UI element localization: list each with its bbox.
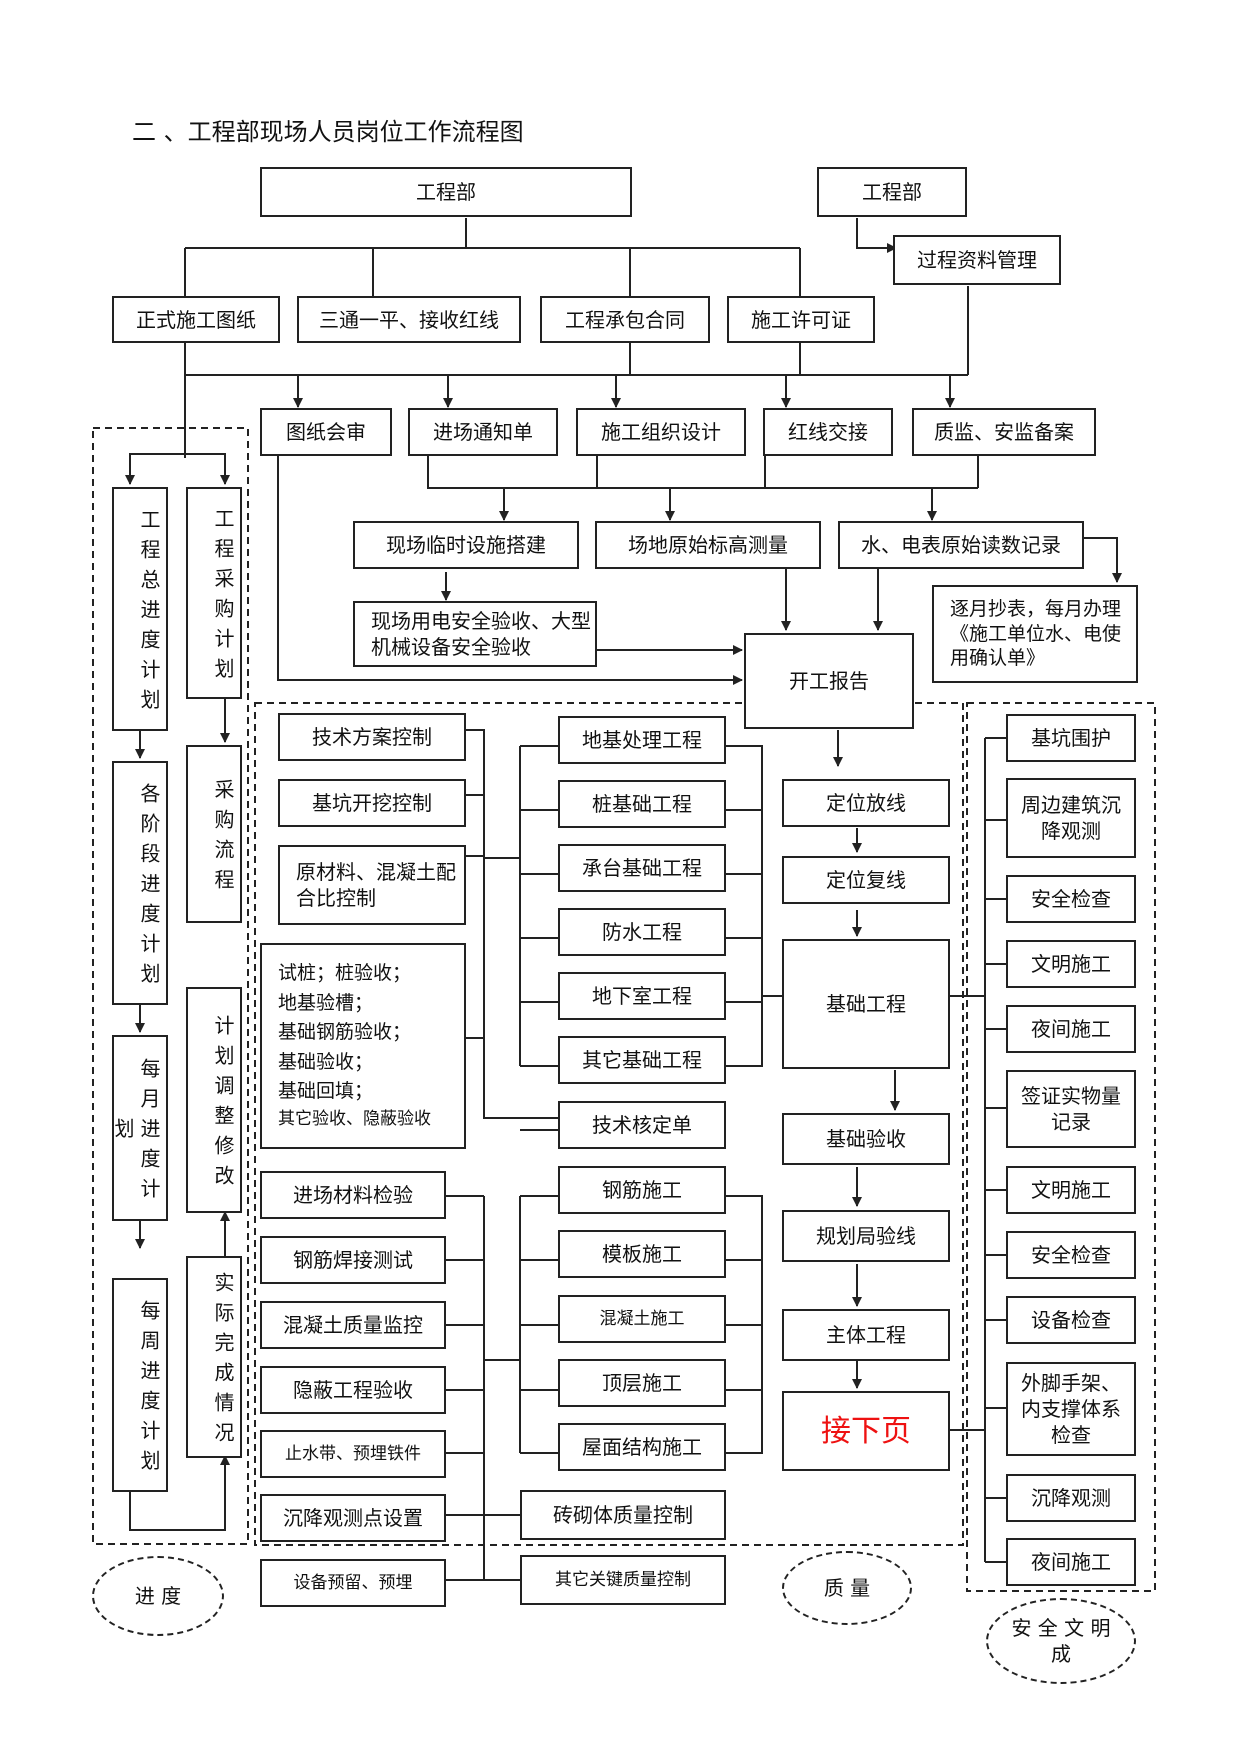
planning-check-box: 规划局验线 [782,1210,950,1262]
utilities-box: 三通一平、接收红线 [297,296,521,343]
other-foundation-box: 其它基础工程 [558,1036,726,1084]
permit-box: 施工许可证 [727,296,875,343]
basement-box: 地下室工程 [558,972,726,1020]
visa-box: 签证实物量记录 [1006,1070,1136,1148]
roof-box: 屋面结构施工 [558,1423,726,1471]
review-box: 图纸会审 [260,408,392,456]
test-line: 其它验收、隐蔽验收 [278,1109,431,1130]
actual-status-box: 实际完成情况 [186,1256,242,1458]
waterstop-box: 止水带、预埋铁件 [260,1430,446,1478]
formwork-box: 模板施工 [558,1230,726,1278]
masonry-box: 砖砌体质量控制 [520,1490,726,1540]
scaffold-box: 外脚手架、内支撑体系检查 [1006,1362,1136,1456]
survey-box: 场地原始标高测量 [595,521,821,569]
process-docs-box: 过程资料管理 [893,235,1061,285]
progress-oval: 进 度 [92,1556,224,1636]
recheck-box: 定位复线 [782,856,950,904]
dept-main-box: 工程部 [260,167,632,217]
tech-sheet-box: 技术核定单 [558,1101,726,1149]
waterproof-box: 防水工程 [558,908,726,956]
civil-2-box: 文明施工 [1006,1166,1136,1214]
total-plan-box: 工程总进度计划 [112,487,168,731]
material-mix-box: 原材料、混凝土配合比控制 [278,845,466,925]
org-design-box: 施工组织设计 [576,408,746,456]
concealed-box: 隐蔽工程验收 [260,1366,446,1414]
page-title: 二 、工程部现场人员岗位工作流程图 [132,118,524,146]
material-check-box: 进场材料检验 [260,1171,446,1219]
cap-box: 承台基础工程 [558,844,726,892]
notice-box: 进场通知单 [408,408,558,456]
next-page-box: 接下页 [782,1391,950,1471]
pile-box: 桩基础工程 [558,780,726,828]
foundation-treat-box: 地基处理工程 [558,716,726,764]
safety-oval: 安 全 文 明成 [986,1598,1136,1684]
equip-check-box: 设备检查 [1006,1296,1136,1344]
purchase-plan-box: 工程采购计划 [186,487,242,699]
start-report-box: 开工报告 [744,633,914,729]
quality-oval: 质 量 [782,1551,912,1625]
monthly-meter-box: 逐月抄表，每月办理《施工单位水、电使用确认单》 [932,585,1138,683]
drawings-box: 正式施工图纸 [112,296,280,343]
stage-plan-box: 各阶段进度计划 [112,761,168,1005]
rebar-box: 钢筋施工 [558,1166,726,1214]
settle-box: 沉降观测 [1006,1474,1136,1522]
welding-box: 钢筋焊接测试 [260,1236,446,1284]
filing-box: 质监、安监备案 [912,408,1096,456]
meter-box: 水、电表原始读数记录 [838,521,1084,569]
excavation-box: 基坑开挖控制 [278,779,466,827]
concrete-monitor-box: 混凝土质量监控 [260,1301,446,1349]
foundation-box: 基础工程 [782,939,950,1069]
redline-box: 红线交接 [763,408,893,456]
acceptance-box: 现场用电安全验收、大型机械设备安全验收 [353,601,597,667]
test-line: 基础验收； [278,1050,374,1073]
purchase-flow-box: 采购流程 [186,745,242,923]
settle-points-box: 沉降观测点设置 [260,1494,446,1542]
weekly-plan-box: 每周进度计划 [112,1278,168,1492]
tech-plan-box: 技术方案控制 [278,713,466,761]
key-quality-box: 其它关键质量控制 [520,1555,726,1605]
test-line: 基础回填； [278,1079,374,1102]
positioning-box: 定位放线 [782,779,950,827]
pit-support-box: 基坑围护 [1006,714,1136,762]
safety-check-1-box: 安全检查 [1006,875,1136,923]
civil-1-box: 文明施工 [1006,940,1136,988]
contract-box: 工程承包合同 [540,296,710,343]
equip-embed-box: 设备预留、预埋 [260,1559,446,1607]
top-floor-box: 顶层施工 [558,1359,726,1407]
concrete-box: 混凝土施工 [558,1295,726,1343]
tests-box: 试桩；桩验收； 地基验槽； 基础钢筋验收； 基础验收； 基础回填； 其它验收、隐… [260,943,466,1149]
adjust-plan-box: 计划调整修改 [186,987,242,1213]
temp-facilities-box: 现场临时设施搭建 [353,521,579,569]
dept-right-box: 工程部 [817,167,967,217]
settle-nearby-box: 周边建筑沉降观测 [1006,778,1136,858]
night-2-box: 夜间施工 [1006,1538,1136,1586]
test-line: 基础钢筋验收； [278,1021,412,1044]
test-line: 地基验槽； [278,991,374,1014]
night-1-box: 夜间施工 [1006,1005,1136,1053]
test-line: 试桩；桩验收； [278,962,412,985]
monthly-plan-box: 每月进度计划 [111,1035,168,1221]
safety-check-2-box: 安全检查 [1006,1231,1136,1279]
foundation-accept-box: 基础验收 [782,1113,950,1165]
main-structure-box: 主体工程 [782,1309,950,1361]
